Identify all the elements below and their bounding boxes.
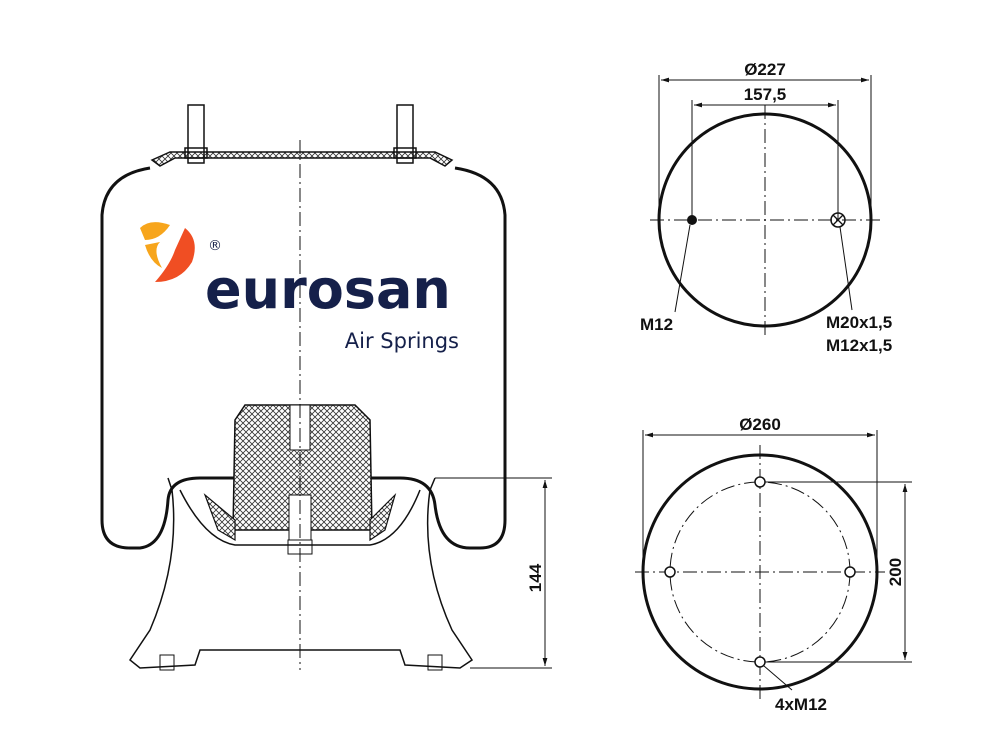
right-thread-label-2: M12x1,5 <box>826 336 892 355</box>
m20-stud-hole-icon <box>830 212 846 228</box>
registered-mark: ® <box>208 238 222 254</box>
logo-subtitle: Air Springs <box>345 329 459 353</box>
logo-wordmark: eurosan <box>205 258 451 321</box>
top-view: Ø227 157,5 M12 M20x1,5 M12x1,5 <box>640 60 892 355</box>
bolt-holes <box>664 476 856 668</box>
bolt-hole-icon <box>754 476 766 488</box>
top-bolt-spacing: 157,5 <box>744 85 787 104</box>
stud-right <box>396 104 414 164</box>
height-label: 144 <box>526 563 545 592</box>
bolt-hole-icon <box>844 566 856 578</box>
holes-label: 4xM12 <box>775 695 827 714</box>
bolt-hole-icon <box>754 656 766 668</box>
bellow-outline <box>100 166 507 550</box>
eurosan-logo: ® eurosan Air Springs <box>140 222 459 353</box>
bottom-view: Ø260 200 4xM12 <box>635 415 912 714</box>
right-thread-label-1: M20x1,5 <box>826 313 892 332</box>
top-plate <box>150 151 454 167</box>
bottom-outer-diameter: Ø260 <box>739 415 781 434</box>
m12-hole-icon <box>687 215 697 225</box>
stud-left <box>187 104 205 164</box>
bolt-circle-label: 200 <box>886 558 905 586</box>
bolt-hole-icon <box>664 566 676 578</box>
side-view: 144 <box>100 104 552 671</box>
top-outer-diameter: Ø227 <box>744 60 786 79</box>
logo-mark-icon <box>140 222 195 282</box>
left-thread-label: M12 <box>640 315 673 334</box>
